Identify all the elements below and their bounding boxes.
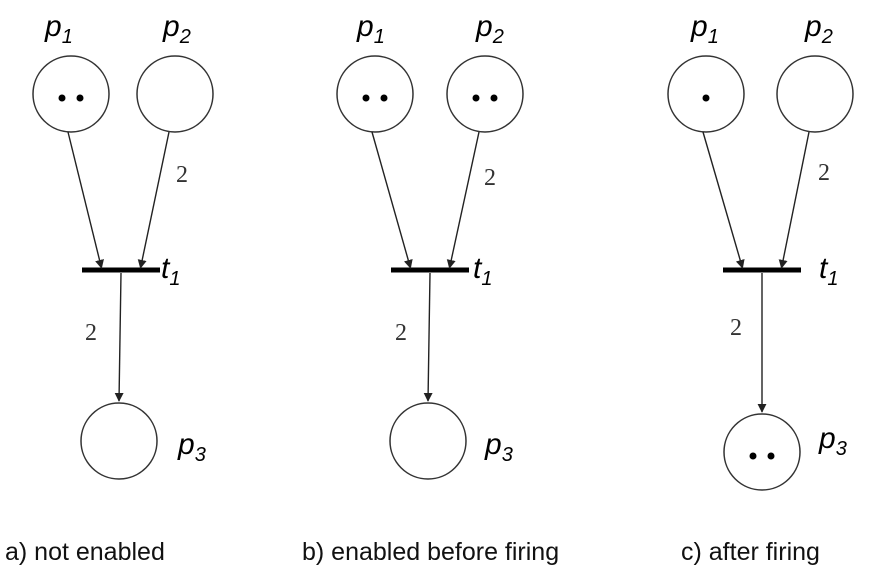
place-label: p2 — [162, 10, 191, 48]
arc-t1-p3 — [114, 272, 124, 402]
place-p3 — [723, 413, 801, 491]
place-label: p2 — [804, 10, 833, 48]
transition-label: t1 — [161, 252, 180, 290]
place-p1 — [336, 55, 414, 133]
arc-p2-t1 — [137, 131, 170, 269]
arc-p2-t1 — [446, 131, 480, 269]
place-p3 — [389, 402, 467, 480]
arc-t1-p3 — [423, 272, 433, 402]
transition-label: t1 — [819, 252, 838, 290]
place-label: p3 — [177, 428, 206, 466]
token — [76, 94, 84, 102]
place-p2 — [136, 55, 214, 133]
tokens-p1 — [702, 94, 710, 102]
tokens-p1 — [58, 94, 84, 102]
token — [58, 94, 66, 102]
place-label: p1 — [356, 10, 385, 48]
token — [749, 452, 757, 460]
token — [380, 94, 388, 102]
place-p2 — [446, 55, 524, 133]
arc-p1-t1 — [702, 131, 745, 269]
panel-caption: a) not enabled — [5, 538, 165, 566]
tokens-p1 — [362, 94, 388, 102]
panel-caption: c) after firing — [681, 538, 820, 566]
place-label: p1 — [690, 10, 719, 48]
place-p3 — [80, 402, 158, 480]
tokens-p2 — [472, 94, 498, 102]
arc-p1-t1 — [371, 131, 413, 269]
arc-p1-t1 — [67, 131, 104, 269]
place-p1 — [667, 55, 745, 133]
place-label: p3 — [818, 422, 847, 460]
panel-caption: b) enabled before firing — [302, 538, 559, 566]
token — [490, 94, 498, 102]
transition-label: t1 — [473, 252, 492, 290]
token — [362, 94, 370, 102]
place-label: p2 — [475, 10, 504, 48]
arc-weight-t1-p3: 2 — [730, 315, 742, 341]
panel-a — [32, 55, 214, 480]
token — [767, 452, 775, 460]
arc-weight-t1-p3: 2 — [395, 320, 407, 346]
place-p1 — [32, 55, 110, 133]
arc-p2-t1 — [778, 131, 810, 269]
panel-b — [336, 55, 524, 480]
token — [702, 94, 710, 102]
arc-weight-t1-p3: 2 — [85, 320, 97, 346]
place-label: p1 — [44, 10, 73, 48]
token — [472, 94, 480, 102]
place-label: p3 — [484, 428, 513, 466]
arc-weight-p2-t1: 2 — [484, 165, 496, 191]
tokens-p3 — [749, 452, 775, 460]
panel-c — [667, 55, 854, 491]
place-p2 — [776, 55, 854, 133]
arc-weight-p2-t1: 2 — [176, 162, 188, 188]
arc-weight-p2-t1: 2 — [818, 160, 830, 186]
